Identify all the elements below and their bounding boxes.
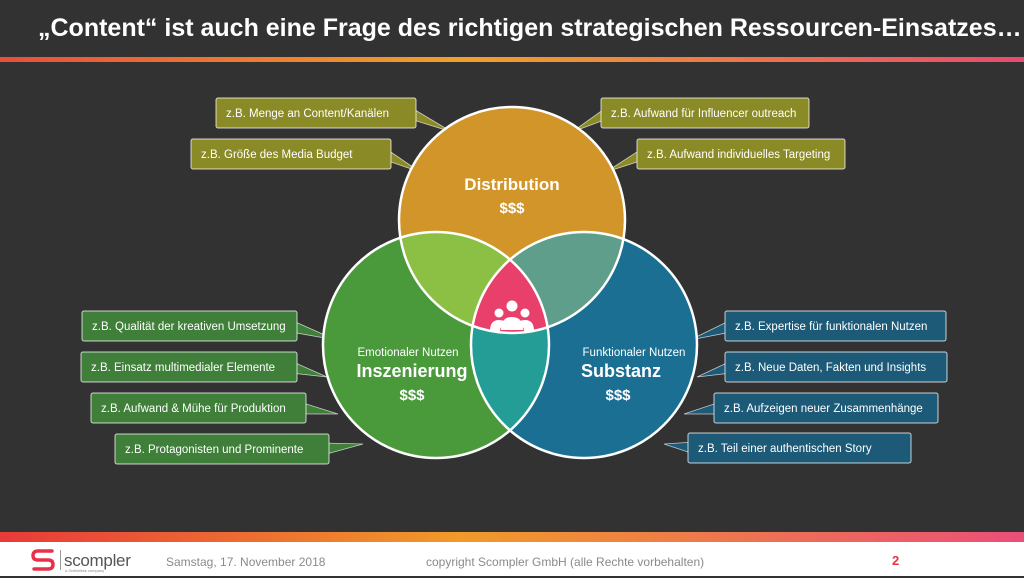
page-number: 2: [892, 553, 900, 568]
callout-box: z.B. Aufwand individuelles Targeting: [636, 138, 846, 170]
group-people-icon: [490, 300, 534, 331]
slide-title: „Content“ ist auch eine Frage des richti…: [38, 14, 1022, 42]
footer-copyright: copyright Scompler GmbH (alle Rechte vor…: [426, 555, 705, 569]
substanz-subtitle: Funktionaler Nutzen: [583, 347, 686, 359]
overlap-center: [471, 232, 549, 333]
callout-box: z.B. Protagonisten und Prominente: [114, 433, 330, 465]
bottom-accent-band: [0, 532, 1024, 542]
inszenierung-value: $$$: [399, 387, 425, 404]
logo-divider: [60, 550, 61, 570]
callout-box: z.B. Neue Daten, Fakten und Insights: [724, 351, 948, 383]
callout-text: z.B. Aufzeigen neuer Zusammenhänge: [724, 403, 923, 415]
callout-text: z.B. Teil einer authentischen Story: [698, 443, 872, 455]
callout-text: z.B. Aufwand & Mühe für Produktion: [101, 403, 286, 415]
venn-diagram: Distribution $$$ Emotionaler Nutzen Insz…: [80, 97, 948, 465]
callout-box: z.B. Qualität der kreativen Umsetzung: [81, 310, 298, 342]
top-accent-band: [0, 57, 1024, 62]
callout-text: z.B. Einsatz multimedialer Elemente: [91, 362, 275, 374]
callout-text: z.B. Aufwand individuelles Targeting: [647, 149, 830, 161]
footer: scompler a Scribbless company Samstag, 1…: [0, 542, 1024, 576]
callout-box: z.B. Aufwand & Mühe für Produktion: [90, 392, 307, 424]
callout-box: z.B. Expertise für funktionalen Nutzen: [724, 310, 947, 342]
footer-date: Samstag, 17. November 2018: [166, 555, 326, 569]
callout-box: z.B. Einsatz multimedialer Elemente: [80, 351, 298, 383]
callout-box: z.B. Aufzeigen neuer Zusammenhänge: [713, 392, 939, 424]
callout-text: z.B. Aufwand für Influencer outreach: [611, 108, 796, 120]
scompler-logo: scompler a Scribbless company: [30, 547, 140, 573]
inszenierung-title: Inszenierung: [356, 361, 467, 381]
callout-text: z.B. Protagonisten und Prominente: [125, 444, 303, 456]
callout-text: z.B. Neue Daten, Fakten und Insights: [735, 362, 926, 374]
callout-box: z.B. Größe des Media Budget: [190, 138, 392, 170]
substanz-value: $$$: [605, 387, 631, 404]
callout-text: z.B. Größe des Media Budget: [201, 149, 353, 161]
callout-box: z.B. Menge an Content/Kanälen: [215, 97, 417, 129]
callout-text: z.B. Expertise für funktionalen Nutzen: [735, 321, 927, 333]
callout-box: z.B. Teil einer authentischen Story: [687, 432, 912, 464]
logo-subtext: a Scribbless company: [65, 568, 105, 573]
distribution-value: $$$: [499, 200, 525, 217]
inszenierung-subtitle: Emotionaler Nutzen: [358, 347, 459, 359]
distribution-title: Distribution: [464, 175, 559, 194]
scompler-s-icon: [31, 549, 55, 571]
callout-box: z.B. Aufwand für Influencer outreach: [600, 97, 810, 129]
callout-text: z.B. Menge an Content/Kanälen: [226, 108, 389, 120]
logo-wordmark: scompler: [64, 551, 131, 570]
substanz-title: Substanz: [581, 361, 661, 381]
callout-text: z.B. Qualität der kreativen Umsetzung: [92, 321, 286, 333]
